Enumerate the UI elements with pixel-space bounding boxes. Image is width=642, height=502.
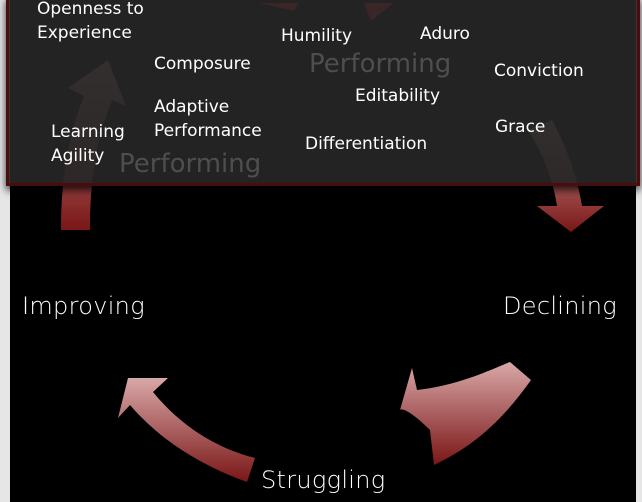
trait-openness-line2: Experience: [37, 23, 132, 43]
trait-aduro: Aduro: [420, 24, 470, 44]
trait-conviction: Conviction: [494, 61, 584, 81]
stage-struggling: Struggling: [261, 466, 386, 494]
trait-adaptive-performance: Adaptive Performance: [154, 95, 262, 143]
arrow-struggling-to-improving: [118, 378, 255, 482]
stage-performing-right: Performing: [309, 49, 452, 79]
trait-learning-agility: Learning Agility: [51, 120, 125, 168]
faint-top-arrow: [259, 3, 394, 21]
trait-grace: Grace: [495, 117, 546, 137]
stage-declining: Declining: [503, 292, 617, 320]
trait-openness-line1: Openness to: [37, 0, 144, 19]
trait-composure: Composure: [154, 54, 251, 74]
trait-learning-line1: Learning: [51, 122, 125, 142]
trait-adaptive-line1: Adaptive: [154, 97, 230, 117]
stage-performing-left: Performing: [119, 149, 262, 179]
traits-panel: Performing Performing Openness to Experi…: [6, 0, 640, 186]
trait-differentiation: Differentiation: [305, 134, 428, 154]
trait-learning-line2: Agility: [51, 146, 105, 166]
trait-editability: Editability: [355, 86, 441, 106]
stage-improving: Improving: [22, 292, 145, 320]
trait-openness: Openness to Experience: [37, 0, 144, 45]
trait-adaptive-line2: Performance: [154, 121, 262, 141]
arrow-declining-to-struggling: [400, 362, 531, 465]
trait-humility: Humility: [281, 26, 353, 46]
